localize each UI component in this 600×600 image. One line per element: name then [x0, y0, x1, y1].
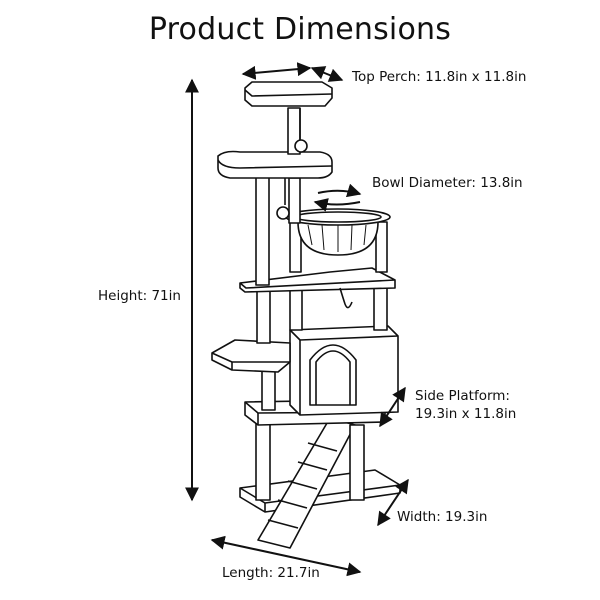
mid-post-right [373, 287, 388, 331]
upper-platform [217, 150, 333, 179]
toy-ball-upper [276, 206, 290, 220]
length-arrow [210, 535, 362, 577]
top-perch-arrow-2 [310, 66, 344, 82]
top-perch-arrow-1 [241, 62, 312, 80]
side-platform [211, 339, 291, 373]
width-arrow [377, 478, 409, 527]
length-label: Length: 21.7in [222, 565, 320, 581]
bowl-diameter-label: Bowl Diameter: 13.8in [372, 175, 523, 191]
height-label: Height: 71in [98, 288, 181, 304]
toy-ball-top [294, 139, 308, 153]
side-platform-label-line2: 19.3in x 11.8in [415, 406, 517, 422]
side-platform-arrow [379, 386, 406, 428]
bowl-rotation-arrow [317, 183, 362, 198]
top-perch-label: Top Perch: 11.8in x 11.8in [352, 69, 527, 85]
mid-post-left [256, 287, 271, 344]
hanging-bowl [285, 208, 391, 273]
condo-house [289, 325, 399, 416]
width-label: Width: 19.3in [397, 509, 488, 525]
side-platform-label-line1: Side Platform: [415, 388, 510, 404]
page-title: Product Dimensions [148, 12, 452, 47]
lower-post-right [349, 424, 365, 501]
top-perch [244, 81, 333, 107]
lower-post-left [255, 414, 271, 501]
upper-post-left [255, 174, 270, 286]
